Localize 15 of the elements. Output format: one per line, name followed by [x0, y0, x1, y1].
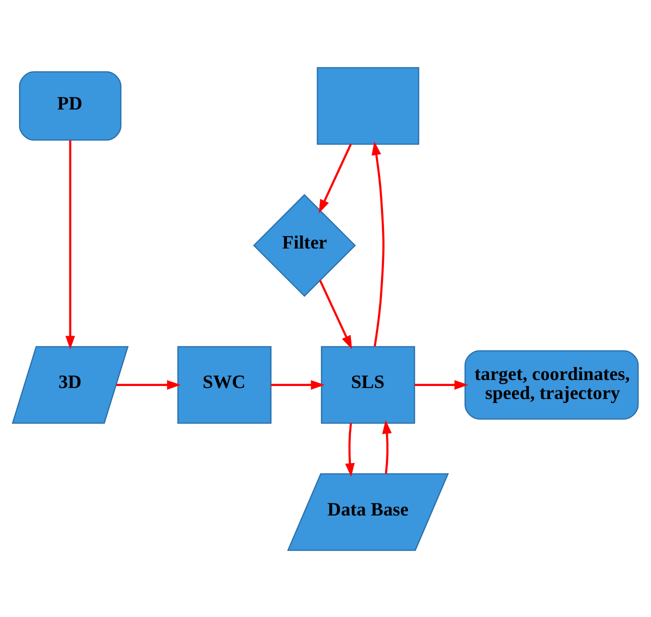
- arrow: [382, 420, 392, 474]
- arrow: [372, 140, 384, 346]
- arrow: [116, 380, 181, 390]
- node-diamond: Filter: [253, 194, 356, 296]
- node-box: target, coordinates, speed, trajectory: [464, 350, 639, 420]
- node-box: SLS: [320, 346, 416, 424]
- arrow: [65, 140, 75, 349]
- node-box: PD: [19, 70, 122, 140]
- arrow: [345, 422, 355, 476]
- node-box: [316, 66, 420, 144]
- node-box: SWC: [177, 346, 272, 424]
- arrow: [318, 143, 352, 213]
- arrow: [414, 380, 468, 390]
- arrow: [319, 280, 352, 349]
- arrow: [270, 380, 325, 390]
